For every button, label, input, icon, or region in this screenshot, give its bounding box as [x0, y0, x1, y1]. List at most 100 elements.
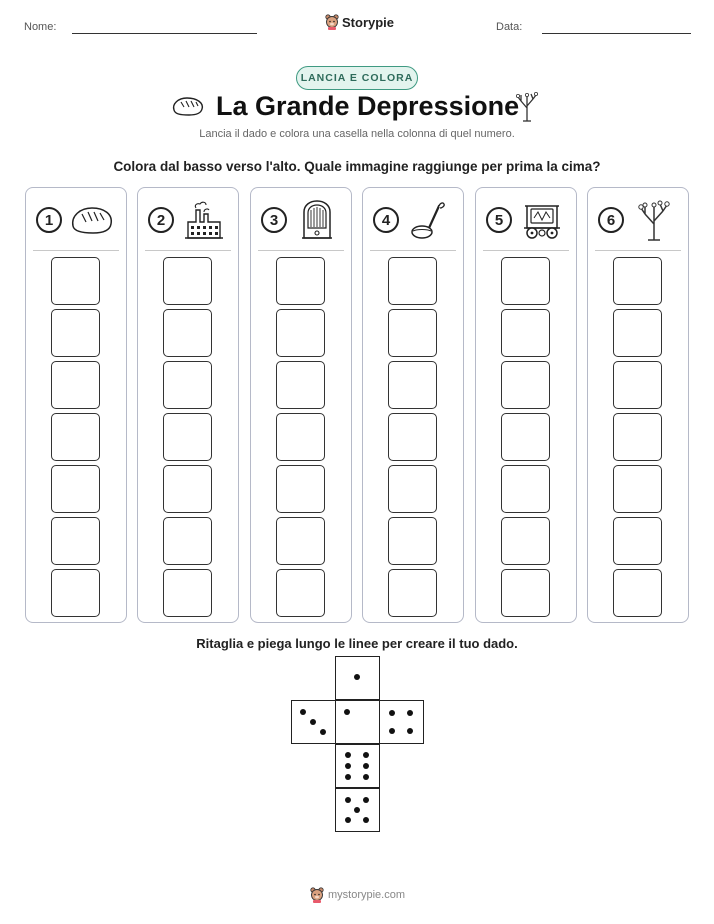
color-cell[interactable]	[51, 413, 100, 461]
color-cell[interactable]	[51, 569, 100, 617]
page-title: La Grande Depressione	[216, 91, 520, 121]
color-cell[interactable]	[613, 309, 662, 357]
pip	[345, 752, 351, 758]
pip	[389, 728, 395, 734]
color-cell[interactable]	[163, 517, 212, 565]
column-3: 3	[250, 187, 352, 623]
bear-icon	[310, 887, 324, 903]
die-face-1	[335, 700, 380, 744]
color-cell[interactable]	[163, 309, 212, 357]
die-face-1	[335, 656, 380, 700]
radio-icon	[302, 200, 332, 239]
color-cell[interactable]	[613, 361, 662, 409]
color-cell[interactable]	[163, 257, 212, 305]
color-cell[interactable]	[613, 517, 662, 565]
color-cell[interactable]	[501, 569, 550, 617]
brand-name: Storypie	[342, 14, 395, 30]
column-number: 5	[486, 207, 512, 233]
color-cell[interactable]	[613, 257, 662, 305]
column-divider	[483, 250, 569, 251]
column-divider	[595, 250, 681, 251]
color-cell[interactable]	[276, 465, 325, 513]
die-face-4	[379, 700, 424, 744]
color-cell[interactable]	[501, 413, 550, 461]
color-cell[interactable]	[51, 465, 100, 513]
die-face-5	[335, 788, 380, 832]
footer: mystorypie.com	[310, 887, 405, 903]
column-5: 5	[475, 187, 577, 623]
color-cell[interactable]	[501, 257, 550, 305]
column-divider	[33, 250, 119, 251]
column-divider	[370, 250, 456, 251]
color-cell[interactable]	[388, 569, 437, 617]
activity-badge: LANCIA E COLORA	[296, 66, 418, 90]
column-divider	[258, 250, 344, 251]
column-6: 6	[587, 187, 689, 623]
column-header: 1	[26, 188, 126, 250]
pip	[363, 774, 369, 780]
pip	[407, 710, 413, 716]
color-cell[interactable]	[613, 465, 662, 513]
footer-url[interactable]: mystorypie.com	[328, 889, 406, 901]
pip	[354, 807, 360, 813]
date-label: Data:	[496, 21, 523, 33]
pip	[344, 709, 350, 715]
color-cell[interactable]	[501, 465, 550, 513]
color-cell[interactable]	[51, 309, 100, 357]
color-cell[interactable]	[163, 569, 212, 617]
die-face-6	[335, 744, 380, 788]
column-1: 1	[25, 187, 127, 623]
color-cell[interactable]	[388, 361, 437, 409]
column-number: 2	[148, 207, 174, 233]
color-cell[interactable]	[51, 517, 100, 565]
color-cell[interactable]	[388, 309, 437, 357]
pip	[345, 797, 351, 803]
bare-tree-icon	[516, 92, 538, 122]
color-cell[interactable]	[276, 569, 325, 617]
column-number: 3	[261, 207, 287, 233]
color-cell[interactable]	[388, 257, 437, 305]
color-cell[interactable]	[613, 569, 662, 617]
color-cell[interactable]	[276, 309, 325, 357]
instruction: Colora dal basso verso l'alto. Quale imm…	[113, 159, 601, 174]
date-line	[542, 33, 691, 34]
color-cell[interactable]	[501, 361, 550, 409]
color-cell[interactable]	[501, 309, 550, 357]
color-cell[interactable]	[276, 361, 325, 409]
color-cell[interactable]	[51, 361, 100, 409]
subtitle: Lancia il dado e colora una casella nell…	[199, 128, 515, 140]
color-cell[interactable]	[276, 257, 325, 305]
pip	[363, 763, 369, 769]
pip	[300, 709, 306, 715]
column-header: 6	[588, 188, 688, 250]
pip	[363, 797, 369, 803]
color-cell[interactable]	[163, 413, 212, 461]
color-cell[interactable]	[501, 517, 550, 565]
color-cell[interactable]	[388, 413, 437, 461]
name-label: Nome:	[24, 21, 57, 33]
column-header: 4	[363, 188, 463, 250]
pip	[345, 817, 351, 823]
factory-icon	[185, 201, 223, 239]
bread-icon	[172, 97, 204, 116]
color-cell[interactable]	[163, 361, 212, 409]
jalopy-car-icon	[524, 205, 560, 239]
color-cell[interactable]	[51, 257, 100, 305]
pip	[389, 710, 395, 716]
column-header: 3	[251, 188, 351, 250]
color-cell[interactable]	[276, 517, 325, 565]
column-2: 2	[137, 187, 239, 623]
color-cell[interactable]	[388, 465, 437, 513]
color-cell[interactable]	[163, 465, 212, 513]
pip	[363, 752, 369, 758]
color-cell[interactable]	[613, 413, 662, 461]
pip	[354, 674, 360, 680]
brand-logo: Storypie	[325, 14, 394, 30]
column-number: 1	[36, 207, 62, 233]
bread-icon	[72, 207, 112, 234]
column-number: 6	[598, 207, 624, 233]
ladle-icon	[411, 202, 445, 239]
color-cell[interactable]	[388, 517, 437, 565]
color-cell[interactable]	[276, 413, 325, 461]
column-header: 2	[138, 188, 238, 250]
